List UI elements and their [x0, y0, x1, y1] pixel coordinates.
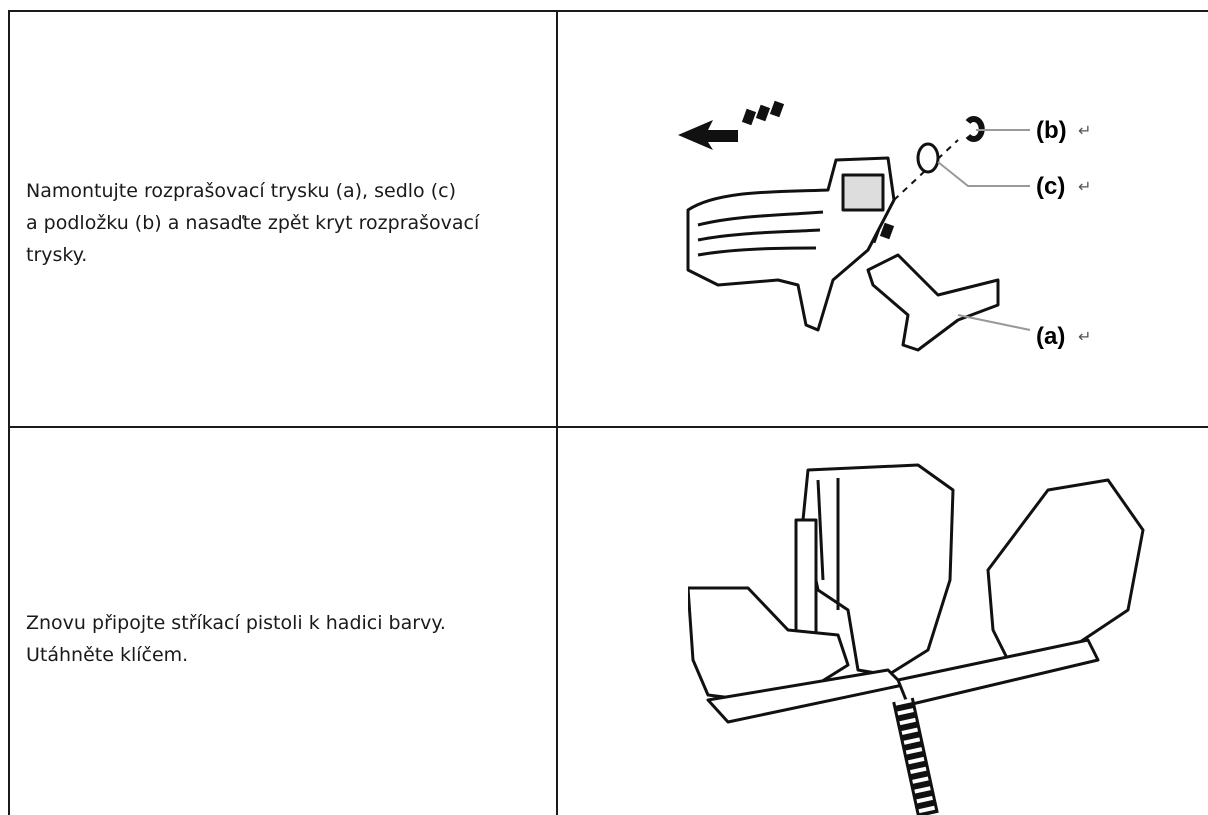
label-b: (b)	[1036, 117, 1067, 144]
return-mark: ↵	[1078, 177, 1091, 196]
step-1-line-2: a podložku (b) a nasaďte zpět kryt rozpr…	[26, 207, 479, 239]
hose-shape	[903, 700, 928, 815]
step-2-line-1: Znovu připojte stříkací pistoli k hadici…	[26, 607, 446, 639]
table-border-left	[8, 10, 10, 815]
wrench-tightening-illustration	[688, 460, 1208, 815]
nozzle-assembly-illustration: (b) ↵ (c) ↵ (a) ↵	[658, 80, 1158, 380]
step-1-line-1: Namontujte rozprašovací trysku (a), sedl…	[26, 175, 479, 207]
label-a: (a)	[1036, 323, 1065, 350]
return-mark: ↵	[1078, 327, 1091, 346]
spray-tip-part	[868, 255, 998, 350]
seat-part	[918, 144, 938, 172]
instruction-table: Namontujte rozprašovací trysku (a), sedl…	[8, 10, 1208, 815]
table-border-top	[8, 10, 1208, 12]
step-1-text: Namontujte rozprašovací trysku (a), sedl…	[26, 175, 479, 271]
right-hand-shape	[988, 480, 1143, 660]
step-1-line-3: trysky.	[26, 239, 479, 271]
step-2-line-2: Utáhněte klíčem.	[26, 639, 446, 671]
step-2-text: Znovu připojte stříkací pistoli k hadici…	[26, 607, 446, 671]
label-c: (c)	[1036, 173, 1065, 200]
row-divider	[8, 426, 1208, 428]
column-divider	[556, 10, 558, 815]
return-mark: ↵	[1078, 121, 1091, 140]
arrow-icon	[678, 101, 784, 150]
